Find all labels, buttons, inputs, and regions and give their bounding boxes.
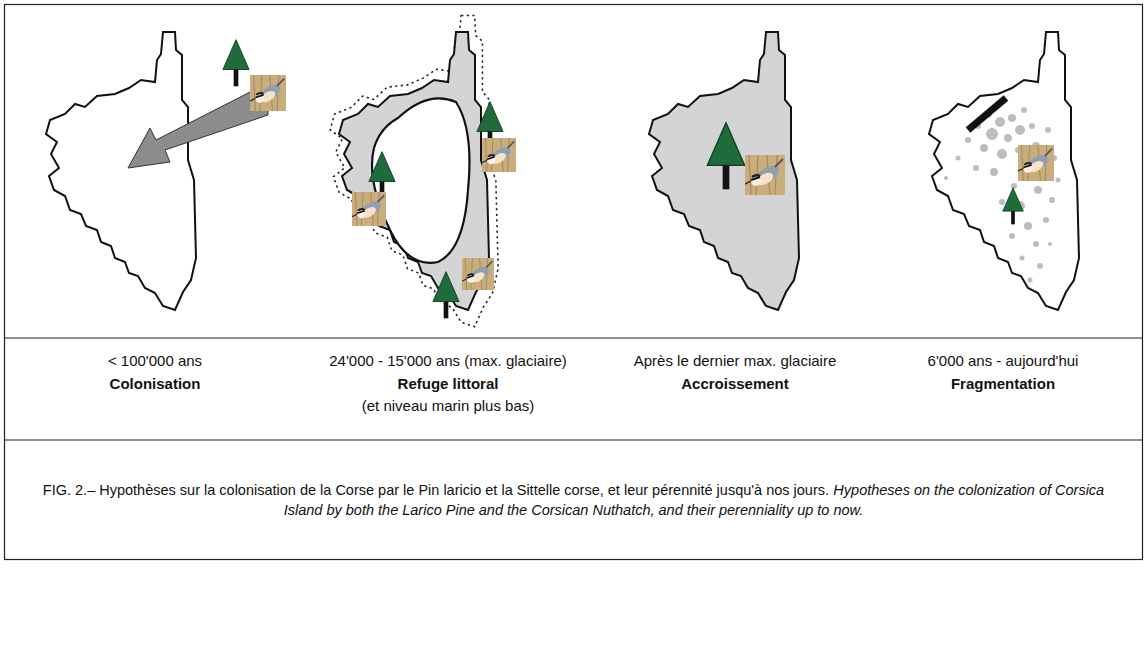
nuthatch-icon <box>462 258 494 290</box>
arrow <box>128 88 268 168</box>
map-colonisation <box>46 32 196 310</box>
figure-caption: FIG. 2.– Hypothèses sur la colonisation … <box>43 482 829 498</box>
frame <box>5 5 1143 560</box>
stage-name: Accroissement <box>681 375 789 393</box>
pine-icon <box>223 40 249 87</box>
divider <box>5 337 1143 338</box>
stage-period: 6'000 ans - aujourd'hui <box>928 352 1079 370</box>
stage-period: Après le dernier max. glaciaire <box>634 352 837 370</box>
map-accroissement <box>649 32 799 310</box>
stage-period: (et niveau marin plus bas) <box>362 397 535 415</box>
stage-name: Colonisation <box>110 375 201 393</box>
map-refuge <box>330 15 498 326</box>
stage-period: < 100'000 ans <box>108 352 202 370</box>
map-fragmentation <box>929 32 1079 310</box>
nuthatch-icon <box>482 138 516 172</box>
stage-name: Refuge littoral <box>398 375 499 393</box>
nuthatch-icon <box>745 155 785 195</box>
stage-name: Fragmentation <box>951 375 1055 393</box>
figure-caption-block: FIG. 2.– Hypothèses sur la colonisation … <box>30 480 1117 520</box>
nuthatch-icon <box>1018 145 1054 181</box>
pine-icon <box>1003 188 1024 225</box>
nuthatch-icon <box>250 75 286 111</box>
pine-icon <box>369 152 395 199</box>
pine-icon <box>707 123 744 190</box>
pine-icon <box>433 272 459 319</box>
nuthatch-icon <box>352 192 386 226</box>
divider <box>5 439 1143 440</box>
stage-period: 24'000 - 15'000 ans (max. glaciaire) <box>329 352 567 370</box>
